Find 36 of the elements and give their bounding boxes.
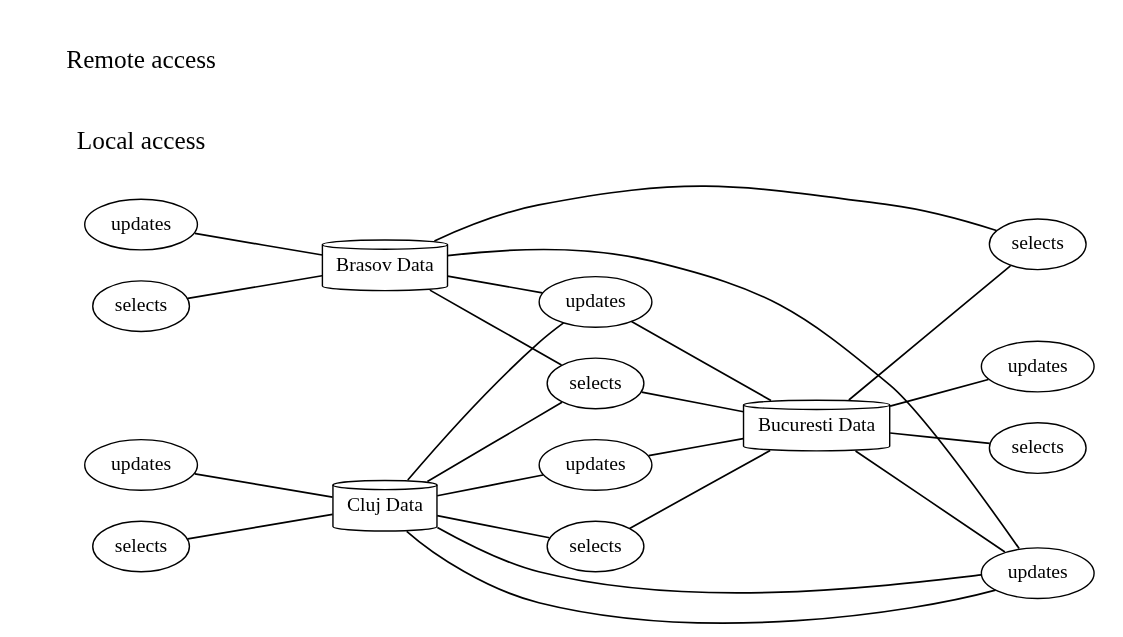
node-ellipse: selects [988, 422, 1087, 475]
connector [436, 526, 982, 594]
node-ellipse: updates [980, 547, 1095, 600]
connector [628, 449, 771, 530]
connector [854, 450, 1006, 553]
connector [446, 275, 544, 294]
connector [436, 514, 551, 539]
node-ellipse: updates [538, 275, 653, 328]
node-ellipse: updates [538, 438, 653, 491]
legend-label: Local access [76, 126, 206, 155]
connector [889, 378, 990, 407]
connector [426, 401, 563, 483]
node-ellipse: updates [980, 340, 1095, 393]
connector [406, 322, 565, 481]
legend-label: Remote access [66, 44, 216, 73]
connector [640, 391, 745, 413]
node-ellipse: selects [546, 520, 645, 573]
connector [433, 185, 998, 242]
node-ellipse: selects [92, 520, 191, 573]
connector [405, 530, 997, 624]
node-ellipse: updates [84, 198, 199, 251]
connector [193, 232, 324, 256]
connector [429, 289, 563, 366]
node-ellipse: selects [988, 218, 1087, 271]
connector [187, 274, 323, 300]
node-ellipse: selects [546, 357, 645, 410]
node-ellipse: selects [92, 280, 191, 333]
connector [630, 320, 772, 402]
connector [647, 437, 745, 457]
connector [187, 513, 334, 540]
connector [848, 264, 1012, 401]
node-ellipse: updates [84, 438, 199, 491]
connector [193, 472, 334, 498]
connector [889, 432, 991, 445]
connector [446, 248, 1020, 550]
connector [436, 474, 544, 497]
